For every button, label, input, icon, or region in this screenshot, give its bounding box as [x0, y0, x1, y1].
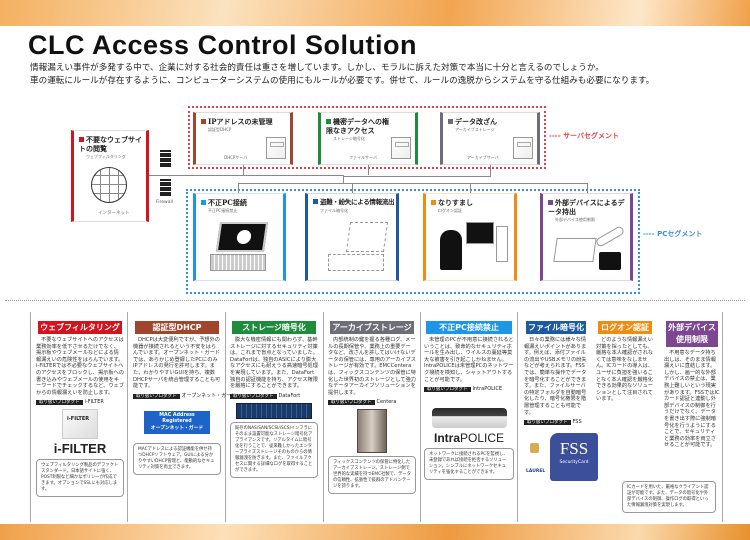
server-icon — [513, 137, 533, 159]
column-header: アーカイブストレージ — [330, 321, 414, 334]
column-storage-encryption: ストレージ暗号化 膨大な機密情報にも関わらず、基幹ストレージに対するセキュリティ… — [230, 321, 318, 478]
i-filter-logo: i-FILTER — [53, 441, 107, 457]
server-segment-box — [188, 106, 546, 169]
firewall-icon — [160, 179, 171, 196]
server-segment-label: ---- サーバセグメント — [549, 132, 619, 140]
column-logon-auth: ログオン認証 どのような情報漏えい対策を採ったとしても、厳格な本人確認がされなく… — [596, 321, 654, 403]
intruder-silhouette-icon — [440, 230, 462, 270]
internet-box: 不要なウェブサイトの閲覧 ウェブフィルタリング インターネット — [71, 130, 149, 222]
usb-memory-icon — [594, 225, 626, 248]
firewall-icon — [160, 150, 171, 167]
column-archive-storage: アーカイブストレージ 内部統制の鍵を握る各種ログ、メールの長期保管や、業務上の重… — [328, 321, 416, 495]
laptop-icon — [553, 238, 597, 262]
server-icon — [391, 137, 411, 159]
column-header: ログオン認証 — [598, 321, 652, 334]
column-header: ウェブフィルタリング — [38, 321, 122, 334]
centera-server-image — [357, 409, 387, 454]
pc-box-theft: 盗難・紛失による情報流出 ファイル暗号化 — [305, 193, 399, 281]
vanishing-laptop-icon — [345, 222, 389, 252]
section-divider — [5, 300, 745, 301]
firewall-label: Firewall — [156, 200, 173, 205]
pc-segment-label: ---- PCセグメント — [643, 230, 703, 238]
pc-box-external-device: 外部デバイスによるデータ持出 外部デバイス使用制限 — [540, 193, 633, 281]
pc-box-spoofing: なりすまし ログオン認証 — [423, 193, 517, 281]
server-box-archive: データ改ざん アーカイブストレージ アーカイブサーバ — [440, 112, 540, 165]
lead-line-1: 情報漏えい事件が多発する中で、企業に対する社会的責任は重さを増しています。しかし… — [30, 63, 604, 73]
column-file-encryption: ファイル暗号化 日々の業務には様々な情報漏えいポイントがあります。例えば、添付フ… — [524, 321, 598, 483]
server-icon — [266, 137, 286, 159]
bottom-decorative-band — [0, 524, 750, 540]
top-decorative-band — [0, 0, 750, 26]
datafort-appliance-image — [236, 402, 312, 419]
pc-segment-box — [186, 189, 640, 294]
i-filter-package-image: i-FILTER — [62, 409, 98, 440]
intrapolice-device-image — [431, 408, 507, 429]
page-title: CLC Access Control Solution — [28, 30, 418, 60]
globe-icon — [91, 167, 127, 203]
column-header: 外部デバイス使用制限 — [666, 321, 718, 347]
monitor-icon — [466, 222, 494, 244]
skull-laptop-icon — [215, 222, 269, 252]
column-unauthorized-pc: 不正PC接続禁止 未管理のPCが不用意に接続されるということは、致命的なセキュリ… — [424, 321, 514, 481]
column-header: 不正PC接続禁止 — [426, 321, 512, 334]
lead-line-2: 車の運転にルールが存在するように、コンピューターシステムの使用にもルールが必要で… — [30, 76, 655, 86]
ic-chip-icon — [530, 443, 539, 454]
ic-card-caption: ICカードを用いた、厳格なクライアント認証が可能です。また、データの暗号化や外部… — [622, 481, 716, 513]
column-web-filtering: ウェブフィルタリング 不要なウェブサイトへのアクセスは業務効率を低下させるだけで… — [36, 321, 124, 498]
product-tag: 取り扱いプロダクトオープンネット・ガード — [133, 393, 236, 400]
column-header: ファイル暗号化 — [526, 321, 586, 334]
server-box-file: 機密データへの権限なきアクセス ストレージ暗号化 ファイルサーバ — [318, 112, 418, 165]
pc-box-unauthorized: 不正PC接続 不正PC接続禁止 — [193, 193, 286, 281]
column-external-device: 外部デバイス使用制限 不用意なデータ持ち出しは、そのまま情報漏えいに直結します。… — [664, 321, 720, 449]
column-header: ストレージ暗号化 — [232, 321, 316, 334]
column-dhcp: 認証型DHCP DHCPは大変便利ですが、予想外の機器が接続されるという不安をは… — [133, 321, 236, 476]
intrapolice-logo: IntraPOLICE — [433, 431, 505, 446]
server-box-dhcp: IPアドレスの未管理 認証型DHCP DHCPサーバ — [193, 112, 293, 165]
card-reader-icon — [599, 252, 621, 270]
laurel-logo: LAUREL — [526, 469, 546, 475]
column-header: 認証型DHCP — [135, 321, 219, 334]
